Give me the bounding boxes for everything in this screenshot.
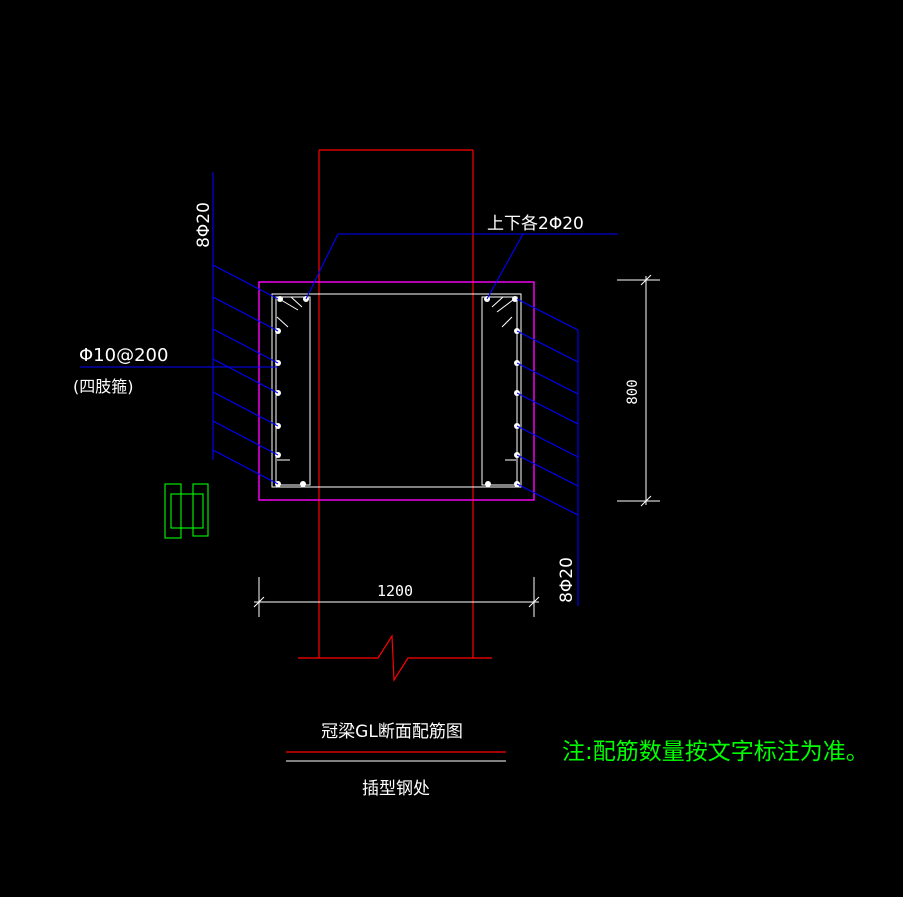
beam-outline: [258, 281, 535, 501]
section-title: 冠梁GL断面配筋图: [321, 722, 463, 742]
leader-lines: [80, 172, 618, 606]
height-dim-label: 800: [625, 379, 641, 404]
stirrup-spec-label: Φ10@200: [79, 345, 168, 366]
four-leg-stirrup-icon: [164, 483, 209, 539]
height-dimension: [617, 274, 660, 507]
left-long-bars-label: 8Φ20: [194, 202, 214, 248]
steel-column: [298, 149, 492, 682]
stirrup-note-label: (四肢箍): [73, 377, 134, 396]
stirrups: [271, 293, 522, 488]
rebar-dots: [275, 296, 520, 487]
width-dim-label: 1200: [377, 582, 413, 600]
top-bars-label: 上下各2Φ20: [487, 214, 584, 234]
rebar-note: 注:配筋数量按文字标注为准。: [562, 739, 869, 765]
right-long-bars-label: 8Φ20: [557, 557, 577, 603]
width-dimension: [253, 577, 540, 617]
section-subtitle: 插型钢处: [362, 779, 430, 799]
